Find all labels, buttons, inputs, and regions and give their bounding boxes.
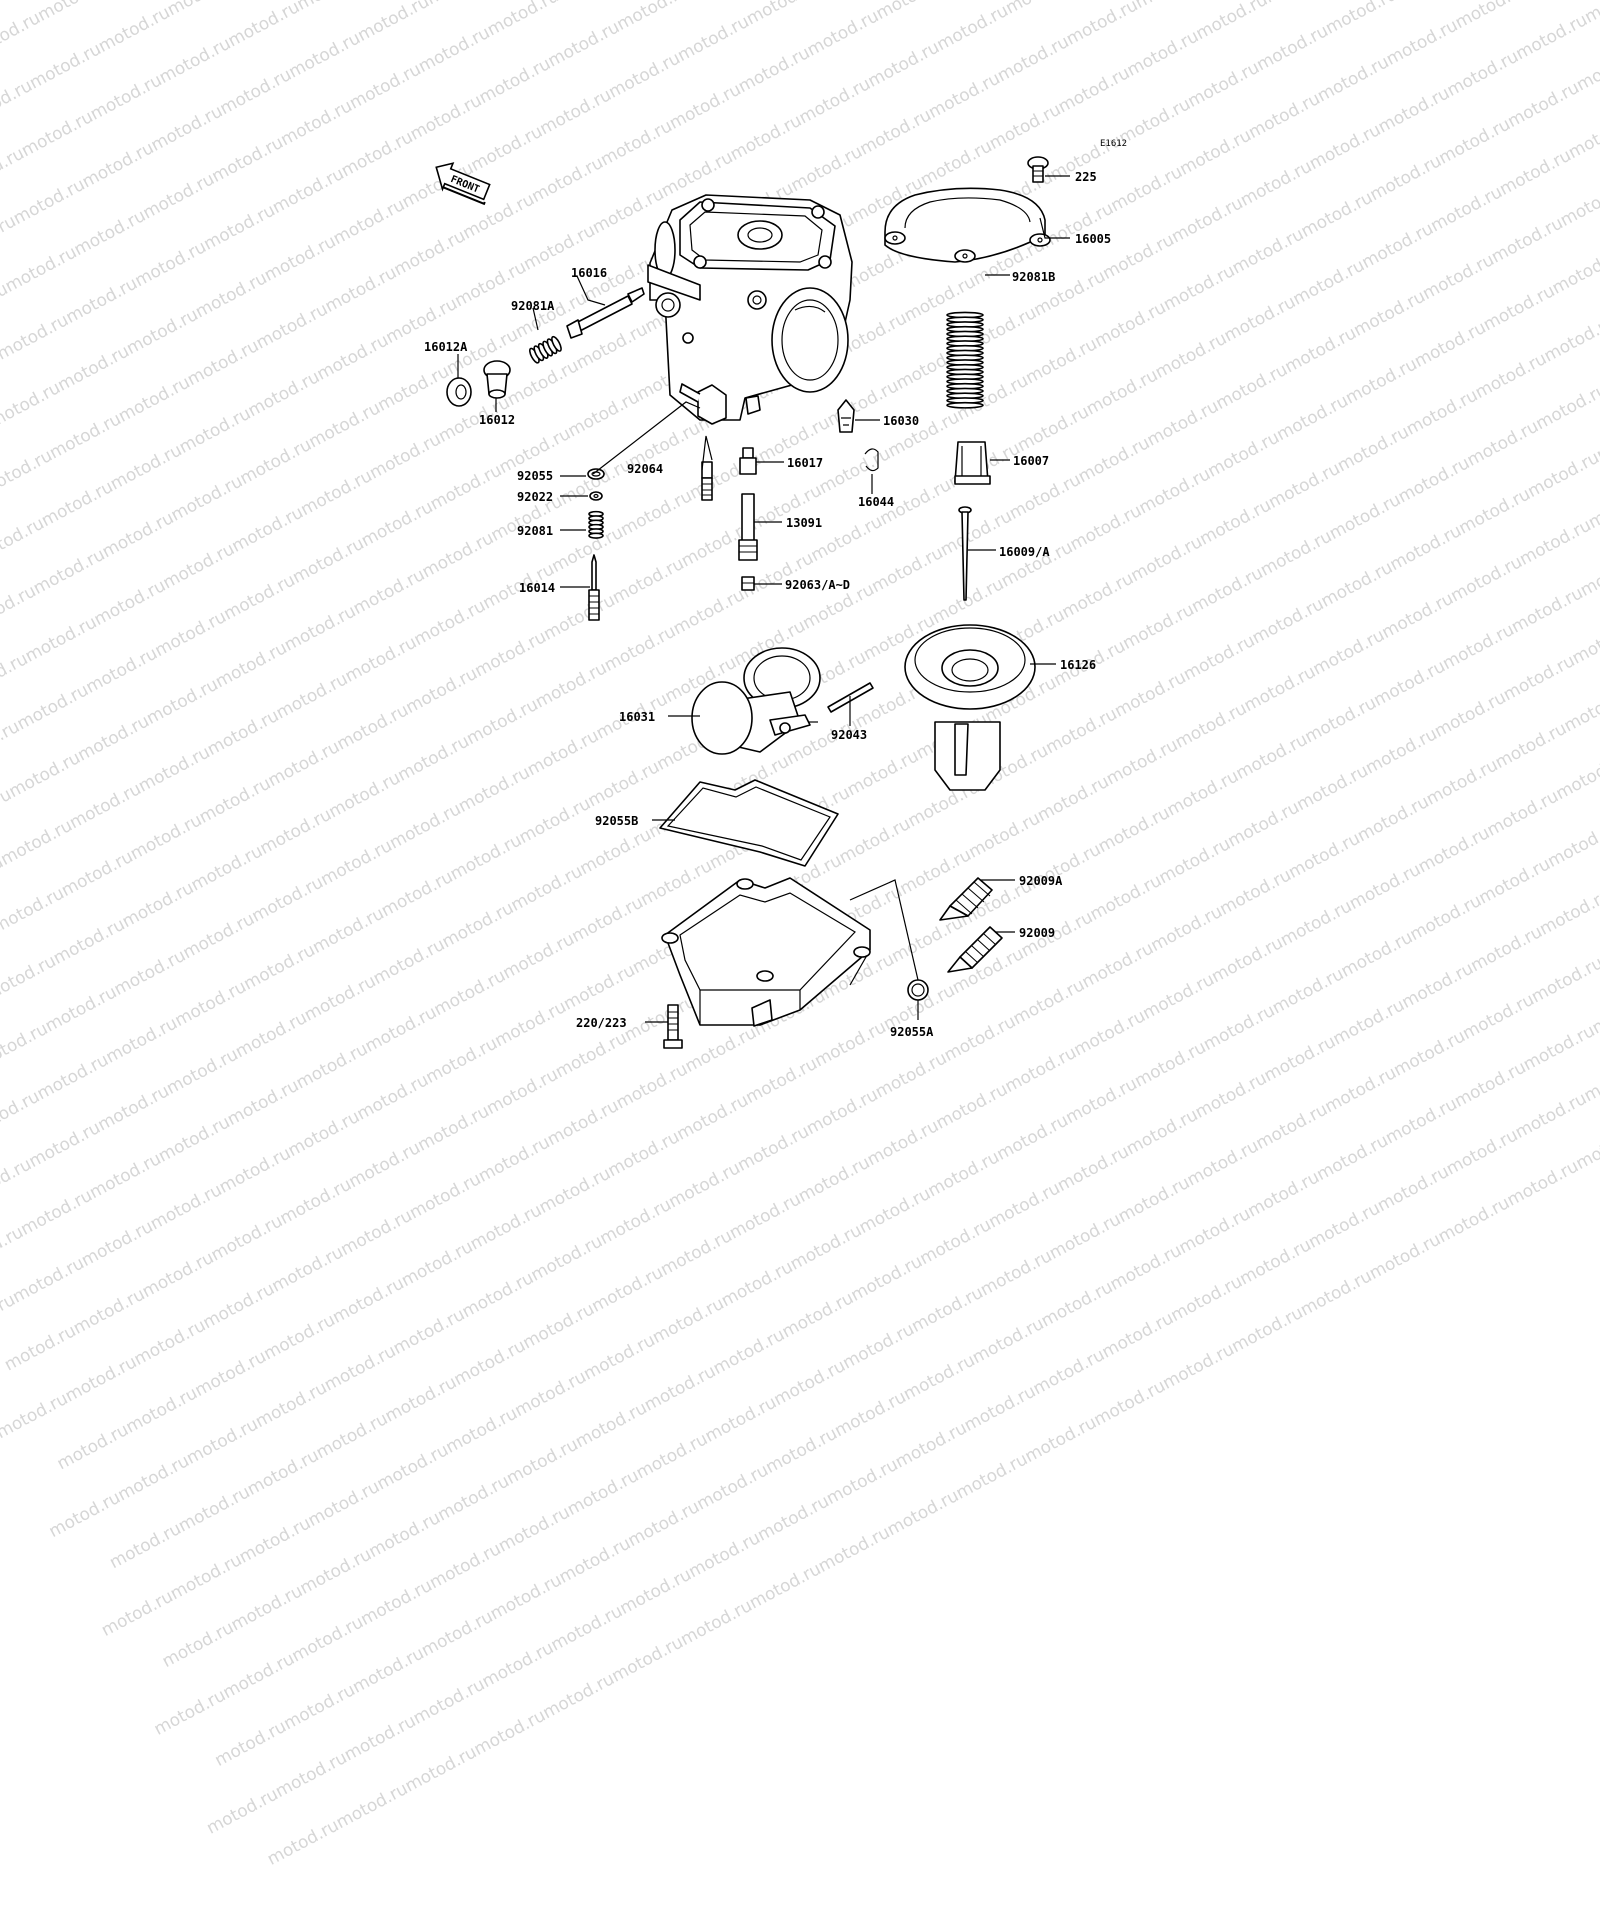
part-label-92081a: 92081A xyxy=(511,299,555,313)
drain-screw-92009-icon xyxy=(947,926,1003,973)
part-label-92081b: 92081B xyxy=(1012,270,1055,284)
screw-16014-icon xyxy=(588,554,600,621)
part-label-16031: 16031 xyxy=(619,710,655,724)
part-label-16005: 16005 xyxy=(1075,232,1111,246)
part-label-92055: 92055 xyxy=(517,469,553,483)
part-labels: 225 16005 16016 92081A 16012A 16012 9208… xyxy=(424,170,1111,1039)
spring-92081b-icon xyxy=(946,311,984,409)
drain-screw-92009a-icon xyxy=(939,877,993,921)
part-label-16016: 16016 xyxy=(571,266,607,280)
screw-16012-icon xyxy=(483,360,511,399)
needle-holder-16007-icon xyxy=(954,441,991,485)
spring-92081-icon xyxy=(588,510,604,539)
leader-lines xyxy=(457,175,1070,1023)
part-label-92063ad: 92063/A~D xyxy=(785,578,850,592)
exploded-parts-diagram: E1612 FRONT xyxy=(424,139,1127,1049)
jet-needle-16009-icon xyxy=(958,506,972,601)
pilot-screw-16016-icon xyxy=(566,287,645,339)
float-bowl-icon xyxy=(661,877,871,1027)
part-label-16030: 16030 xyxy=(883,414,919,428)
o-ring-92055a-icon xyxy=(907,979,929,1001)
washer-92022-icon xyxy=(589,491,603,501)
o-ring-92055-icon xyxy=(587,468,605,480)
part-label-16126: 16126 xyxy=(1060,658,1096,672)
main-jet-92063-icon xyxy=(741,576,755,591)
float-16031-icon xyxy=(691,647,821,755)
cap-16012a-icon xyxy=(446,377,472,407)
part-label-92081: 92081 xyxy=(517,524,553,538)
part-label-220-223: 220/223 xyxy=(576,1016,627,1030)
jet-holder-16017-icon xyxy=(739,447,757,475)
clip-16044-icon xyxy=(864,448,879,472)
part-label-92009: 92009 xyxy=(1019,926,1055,940)
part-label-16009a: 16009/A xyxy=(999,545,1050,559)
part-label-16014: 16014 xyxy=(519,581,555,595)
pilot-jet-92064-icon xyxy=(701,461,713,501)
screw-225-icon xyxy=(1027,156,1049,183)
vacuum-piston-16126-icon xyxy=(904,624,1036,791)
part-label-92055b: 92055B xyxy=(595,814,638,828)
spring-92081a-icon xyxy=(529,335,562,364)
part-label-16007: 16007 xyxy=(1013,454,1049,468)
top-cover-16005-icon xyxy=(884,187,1051,263)
gasket-92055b-icon xyxy=(659,779,839,867)
part-label-92009a: 92009A xyxy=(1019,874,1063,888)
part-label-92043: 92043 xyxy=(831,728,867,742)
front-arrow-icon: FRONT xyxy=(435,162,491,206)
part-label-16044: 16044 xyxy=(858,495,894,509)
part-label-16012: 16012 xyxy=(479,413,515,427)
part-label-92022: 92022 xyxy=(517,490,553,504)
part-label-225: 225 xyxy=(1075,170,1097,184)
part-label-92055a: 92055A xyxy=(890,1025,934,1039)
part-label-16012a: 16012A xyxy=(424,340,468,354)
part-label-13091: 13091 xyxy=(786,516,822,530)
screw-220-223-icon xyxy=(663,1004,683,1049)
diagram-code: E1612 xyxy=(1100,139,1127,149)
part-label-92064: 92064 xyxy=(627,462,663,476)
part-label-16017: 16017 xyxy=(787,456,823,470)
needle-jet-13091-icon xyxy=(738,493,758,561)
float-valve-16030-icon xyxy=(837,399,855,433)
carburetor-body xyxy=(647,194,853,425)
